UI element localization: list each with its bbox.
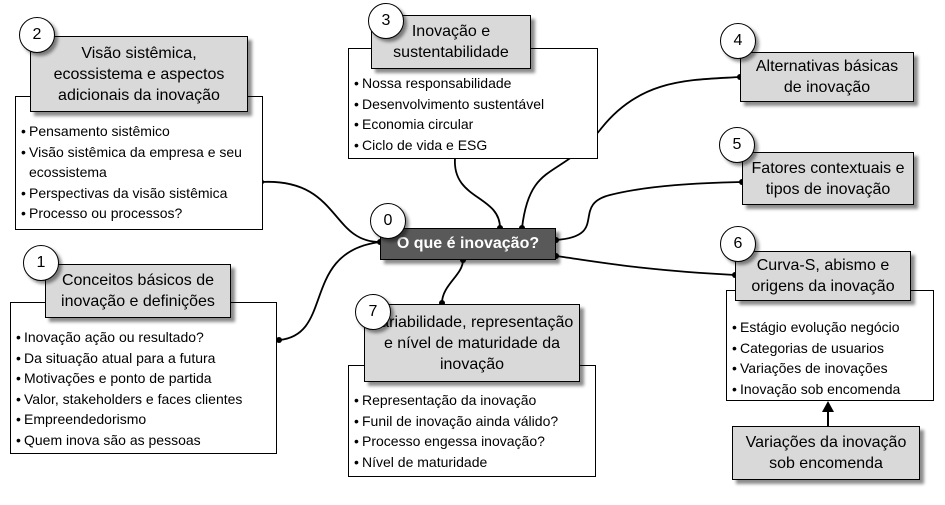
list-item: Inovação ação ou resultado?: [16, 327, 270, 348]
node-2-title: Visão sistêmica, ecossistema e aspectos …: [30, 36, 248, 112]
connector-to-node-5: [555, 181, 743, 241]
list-item: Nível de maturidade: [354, 452, 589, 473]
node-2-list: Pensamento sistêmico Visão sistêmica da …: [15, 96, 263, 230]
list-item: Desenvolvimento sustentável: [354, 94, 591, 115]
connector-to-node-2: [260, 181, 381, 243]
sub-node-title: Variações da inovação sob encomenda: [732, 426, 920, 480]
connector-to-node-6: [555, 255, 736, 276]
node-4-number: 4: [720, 23, 756, 59]
list-item: Processo ou processos?: [21, 203, 256, 224]
list-item: Estágio evolução negócio: [732, 317, 927, 338]
list-item: Da situação atual para a futura: [16, 348, 270, 369]
node-6-title: Curva-S, abismo e origens da inovação: [735, 251, 911, 301]
list-item: Variações de inovações: [732, 358, 927, 379]
node-5-title: Fatores contextuais e tipos de inovação: [742, 152, 914, 205]
node-7-title: Variabilidade, representação e nível de …: [364, 304, 580, 382]
node-3-title: Inovação e sustentabilidade: [371, 15, 531, 69]
list-item: Valor, stakeholders e faces clientes: [16, 389, 270, 410]
connector-dot: [276, 337, 282, 343]
list-item: Economia circular: [354, 114, 591, 135]
list-item: Empreendedorismo: [16, 409, 270, 430]
list-item: Ciclo de vida e ESG: [354, 135, 591, 156]
connector-to-node-3: [454, 157, 501, 229]
node-1-number: 1: [23, 245, 59, 281]
list-item: Perspectivas da visão sistêmica: [21, 183, 256, 204]
arrow-head-icon: [822, 401, 834, 412]
node-6-list: Estágio evolução negócio Categorias de u…: [726, 290, 934, 401]
connector-to-node-1: [278, 241, 381, 341]
list-item: Nossa responsabilidade: [354, 73, 591, 94]
node-7-number: 7: [355, 294, 391, 330]
list-item: Categorias de usuarios: [732, 338, 927, 359]
node-3-number: 3: [368, 3, 404, 39]
node-5-number: 5: [719, 127, 755, 163]
center-topic: O que é inovação?: [380, 228, 556, 260]
list-item: Visão sistêmica da empresa e seu ecossis…: [21, 142, 256, 183]
node-6-number: 6: [720, 226, 756, 262]
list-item: Pensamento sistêmico: [21, 121, 256, 142]
list-item: Quem inova são as pessoas: [16, 430, 270, 451]
list-item: Motivações e ponto de partida: [16, 368, 270, 389]
node-1-list: Inovação ação ou resultado? Da situação …: [10, 302, 277, 454]
list-item: Processo engessa inovação?: [354, 431, 589, 452]
list-item: Representação da inovação: [354, 390, 589, 411]
connector-to-node-7: [441, 259, 464, 304]
node-2-number: 2: [19, 17, 55, 53]
center-number: 0: [370, 203, 406, 239]
node-4-title: Alternativas básicas de inovação: [740, 52, 914, 102]
list-item: Funil de inovação ainda válido?: [354, 411, 589, 432]
node-1-title: Conceitos básicos de inovação e definiçõ…: [45, 264, 231, 318]
node-7-list: Representação da inovação Funil de inova…: [348, 365, 596, 477]
list-item: Inovação sob encomenda: [732, 379, 927, 400]
connector-to-node-4: [521, 76, 741, 229]
